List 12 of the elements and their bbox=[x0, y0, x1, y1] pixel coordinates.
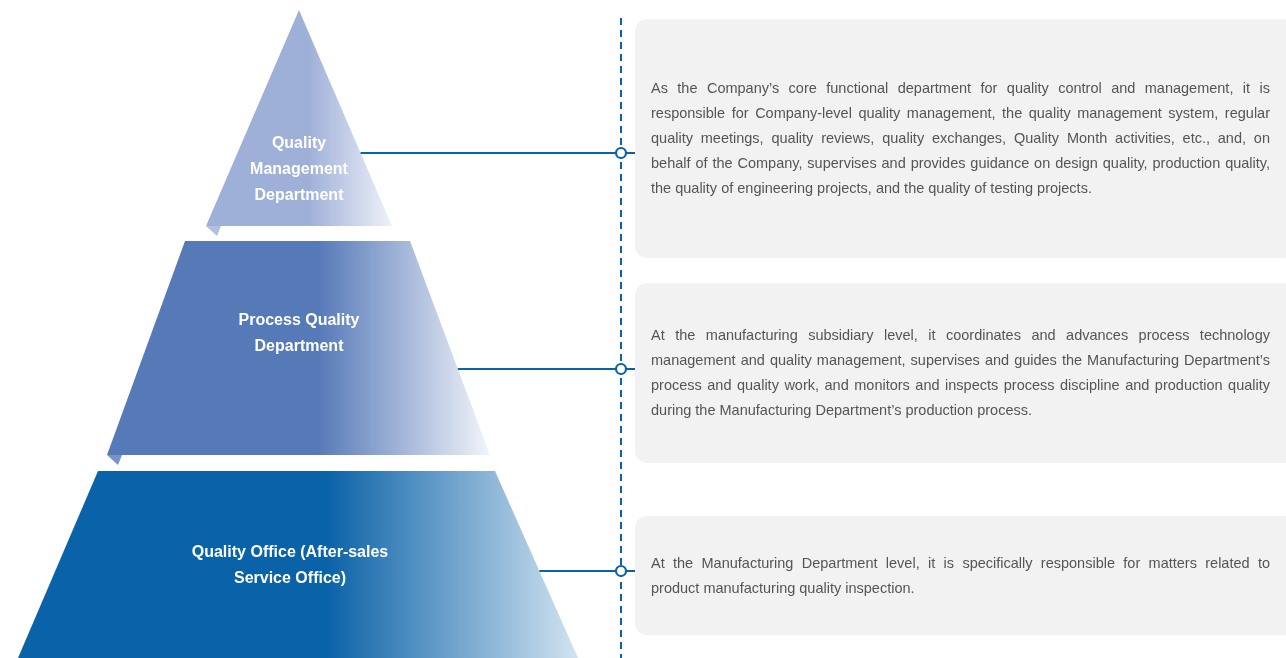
tier-label: Quality Management Department bbox=[249, 133, 349, 205]
description-text: At the manufacturing subsidiary level, it coordinates and advances process technology management and quality management, supervises and guides the Manufacturing Department’s process and quality work, and monitors and inspects process discipline and production quality during the Manufacturing Department’s production process. bbox=[651, 326, 1271, 420]
tier-label: Quality Office (After-sales Service Office) bbox=[190, 542, 390, 588]
description-text: As the Company’s core functional department for quality control and management, it is responsible for Company-level quality management, the quality management system, regular quality meetings, quality reviews, quality exchanges, Quality Month activities, etc., and, on behalf of the Company, supervises and provides guidance on design quality, production quality, the quality of engineering projects, and the quality of testing projects. bbox=[651, 79, 1271, 198]
connector-line bbox=[538, 564, 636, 578]
description-card bbox=[635, 283, 1286, 463]
connector-line bbox=[456, 362, 636, 376]
description-card bbox=[635, 19, 1286, 258]
connector-line bbox=[359, 146, 636, 160]
tier-label: Process Quality Department bbox=[237, 310, 361, 356]
description-text: At the Manufacturing Department level, it is specifically responsible for matters related to product manufacturing quality inspection. bbox=[651, 553, 1271, 598]
description-card bbox=[635, 516, 1286, 635]
